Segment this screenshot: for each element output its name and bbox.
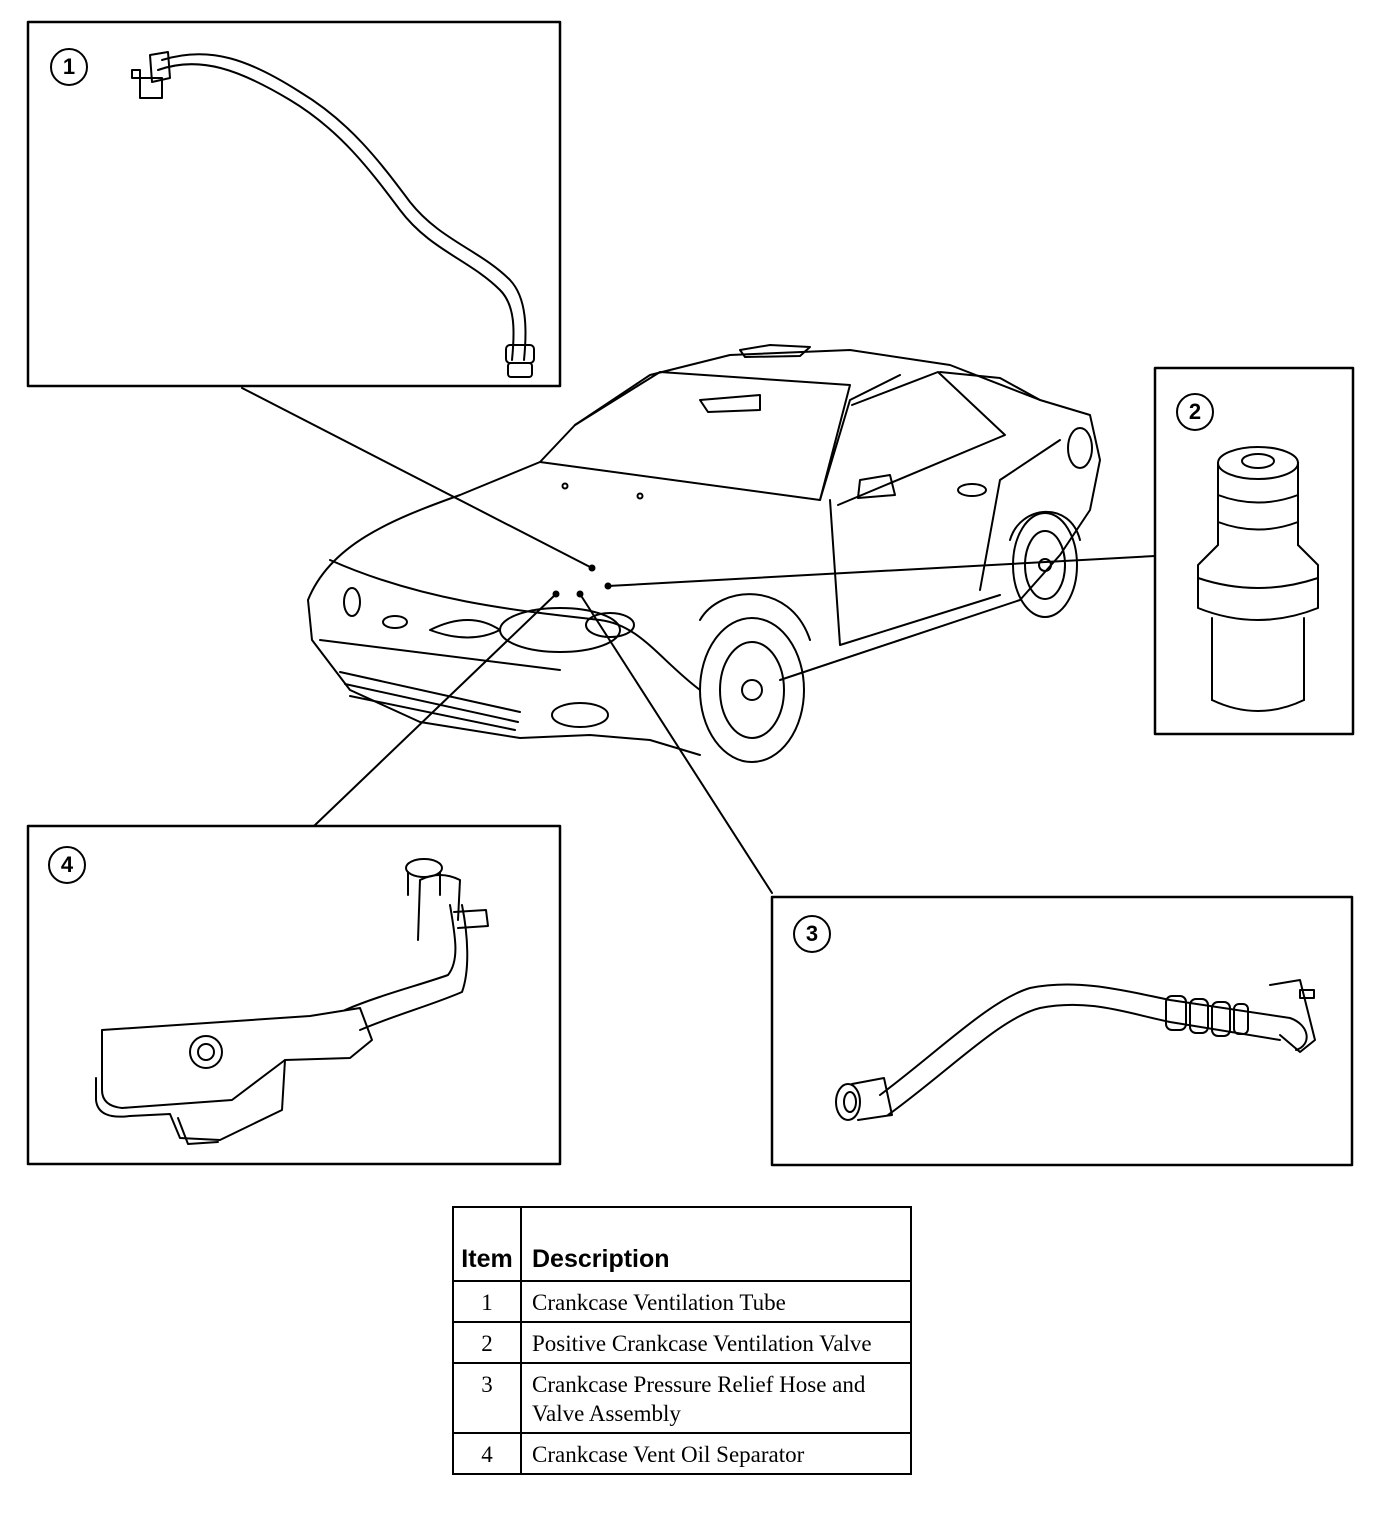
item-number: 2 [452,1321,522,1364]
callout-2: 2 [1176,393,1214,431]
pcv-valve-drawing [1197,446,1319,712]
table-row: 4 Crankcase Vent Oil Separator [452,1432,912,1475]
detail-box-3 [770,895,1354,1167]
parts-legend-table: Item Description 1 Crankcase Ventilation… [452,1206,912,1475]
car-drawing [307,344,1101,763]
table-row: 3 Crankcase Pressure Relief Hose and Val… [452,1362,912,1434]
table-row: 2 Positive Crankcase Ventilation Valve [452,1321,912,1364]
item-description: Positive Crankcase Ventilation Valve [520,1321,912,1364]
leader-dots [552,564,612,598]
table-row: 1 Crankcase Ventilation Tube [452,1280,912,1323]
item-description: Crankcase Ventilation Tube [520,1280,912,1323]
item-description: Crankcase Pressure Relief Hose and Valve… [520,1362,912,1434]
item-number: 3 [452,1362,522,1434]
callout-4: 4 [48,846,86,884]
item-column-header: Item [452,1206,522,1282]
item-number: 4 [452,1432,522,1475]
detail-box-4 [26,824,562,1166]
detail-box-2 [1153,366,1355,736]
item-number: 1 [452,1280,522,1323]
table-header-row: Item Description [452,1206,912,1282]
detail-box-1 [26,20,562,388]
oil-separator-drawing [95,858,489,1145]
callout-3: 3 [793,915,831,953]
description-column-header: Description [520,1206,912,1282]
callout-1: 1 [50,48,88,86]
leader-lines [241,387,1156,894]
pressure-relief-hose-drawing [835,979,1316,1121]
crankcase-ventilation-tube-drawing [131,51,535,378]
item-description: Crankcase Vent Oil Separator [520,1432,912,1475]
